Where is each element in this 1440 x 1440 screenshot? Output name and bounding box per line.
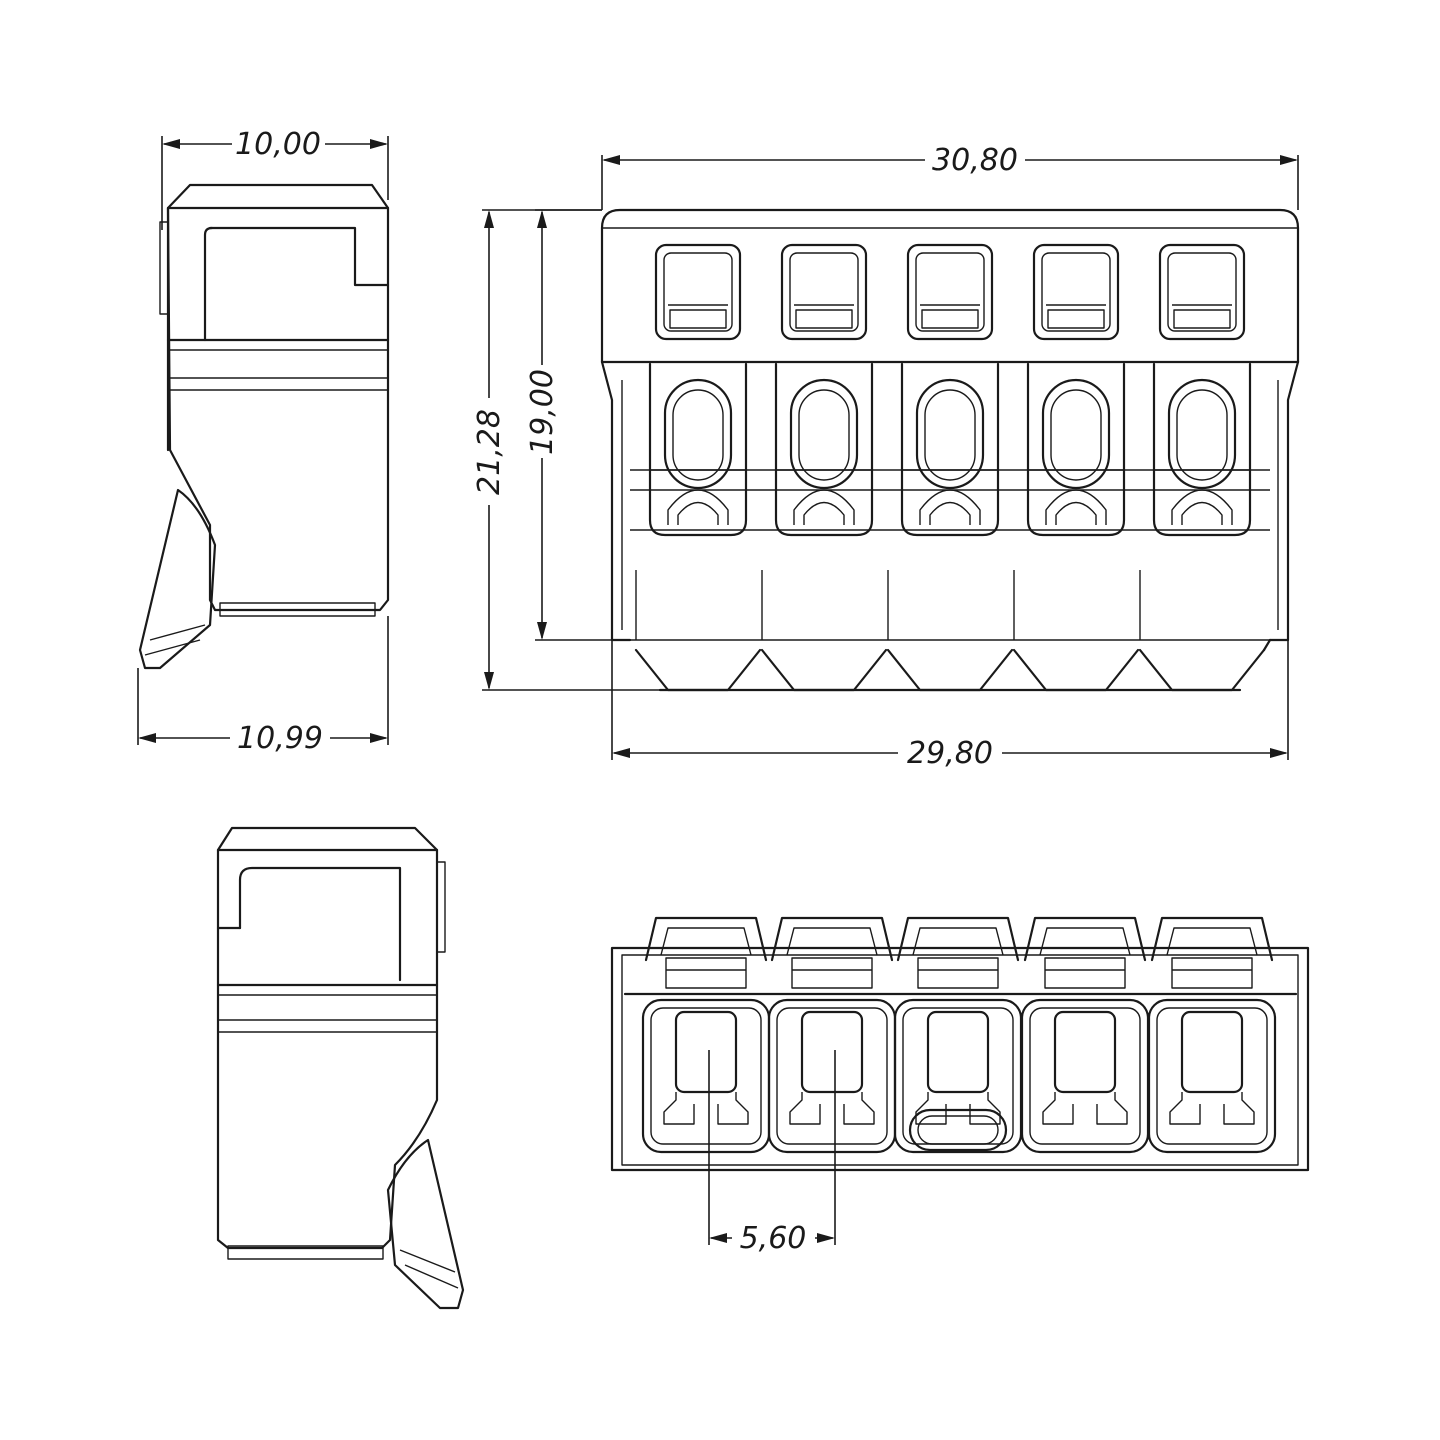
dim-label-inner-height: 19,00 <box>525 369 560 455</box>
side-view-top <box>138 183 390 670</box>
dimension-front-top-width: 30,80 <box>601 143 1299 210</box>
dim-label-front-bottom: 29,80 <box>907 736 993 771</box>
dimension-side-top-width: 10,00 <box>161 127 389 230</box>
dimension-front-bottom-width: 29,80 <box>611 640 1289 771</box>
dim-label-pitch: 5,60 <box>740 1221 807 1256</box>
dim-label-overall-height: 21,28 <box>472 409 507 495</box>
side-view-bottom <box>216 826 465 1310</box>
dim-label-side-bottom: 10,99 <box>237 721 323 756</box>
front-view-top <box>600 208 1300 692</box>
dim-label-front-top: 30,80 <box>932 143 1018 178</box>
front-view-bottom <box>610 916 1310 1172</box>
dim-label-side-top: 10,00 <box>235 127 321 162</box>
dimension-side-bottom-width: 10,99 <box>137 616 389 756</box>
dimension-pitch: 5,60 <box>708 1050 836 1256</box>
dimension-overall-height: 21,28 <box>472 209 660 691</box>
dimension-inner-height: 19,00 <box>525 209 622 641</box>
